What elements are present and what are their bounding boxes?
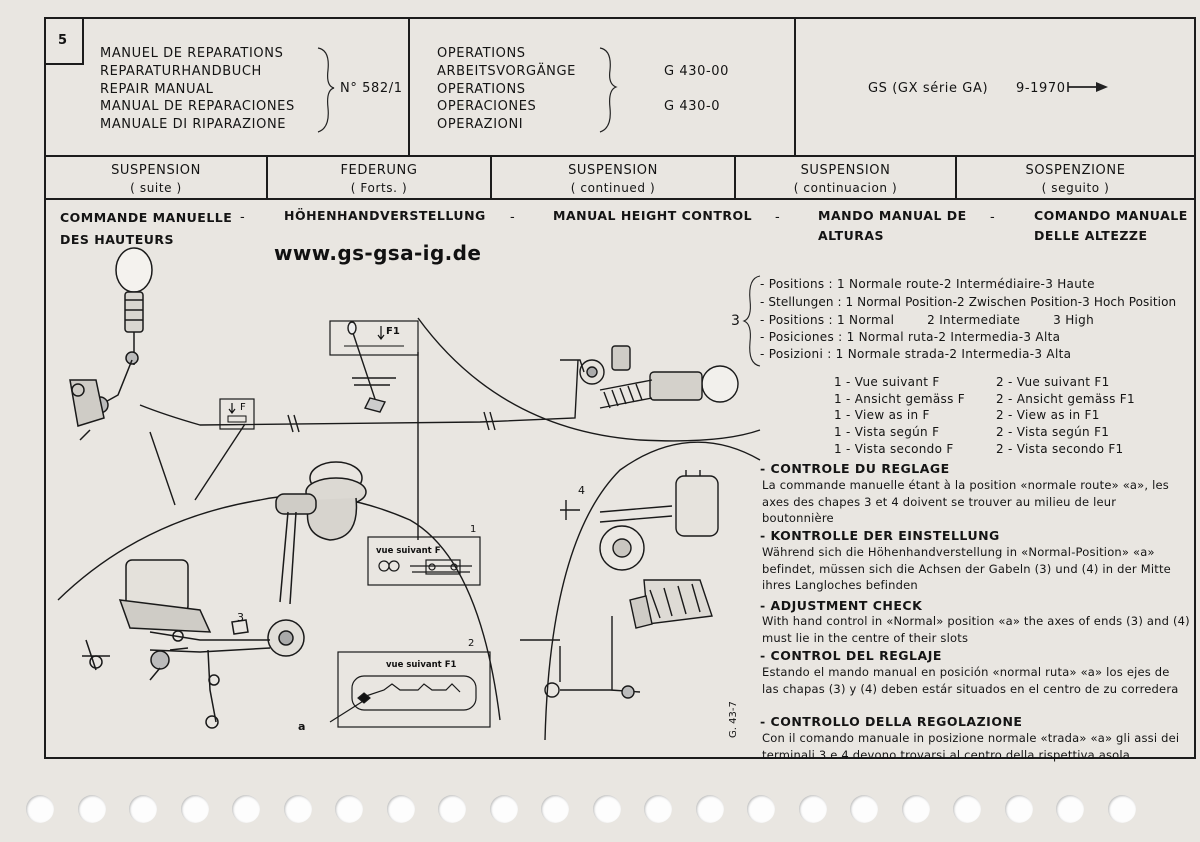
binder-hole (798, 795, 827, 823)
check-text-de: Während sich die Höhenhandverstellung in… (762, 545, 1171, 592)
binder-hole (180, 795, 209, 823)
header-col-divider (408, 17, 410, 157)
section-col-divider (734, 155, 736, 200)
positions-de: - Stellungen : 1 Normal Position-2 Zwisc… (760, 295, 1177, 309)
operations-es: OPERACIONES (437, 99, 537, 114)
operations-fr: OPERATIONS (437, 46, 526, 61)
topic-fr-line1: COMMANDE MANUELLE (60, 210, 233, 225)
manual-number: N° 582/1 (340, 81, 403, 96)
check-text-it: Con il comando manuale in posizione norm… (762, 731, 1180, 762)
section-title-de: FEDERUNG (340, 163, 418, 178)
binder-hole (283, 795, 312, 823)
manual-title-es: MANUAL DE REPARACIONES (100, 99, 295, 114)
check-title-es: - CONTROL DEL REGLAJE (760, 648, 942, 663)
binder-hole (592, 795, 621, 823)
view1-it: 1 - Vista secondo F (834, 442, 954, 456)
binder-hole (438, 795, 466, 823)
view2-es: 2 - Vista según F1 (996, 425, 1110, 439)
section-sub-fr: ( suite ) (130, 181, 182, 195)
section-title-fr: SUSPENSION (111, 163, 201, 178)
view1-en: 1 - View as in F (834, 408, 930, 422)
view2-de: 2 - Ansicht gemäss F1 (996, 392, 1135, 406)
manual-title-en: REPAIR MANUAL (100, 82, 214, 97)
binder-hole (747, 795, 775, 823)
binder-hole (232, 795, 260, 823)
section-sub-it: ( seguito ) (1041, 181, 1110, 195)
binder-hole (335, 795, 363, 823)
topic-en: MANUAL HEIGHT CONTROL (553, 208, 753, 223)
binder-hole (901, 795, 930, 823)
operation-code-2: G 430-0 (664, 99, 721, 114)
topic-es-line2: ALTURAS (818, 228, 885, 243)
manual-title-de: REPARATURHANDBUCH (100, 64, 262, 79)
view1-de: 1 - Ansicht gemäss F (834, 392, 965, 406)
topic-dash: - (775, 210, 780, 225)
page-number-box (44, 17, 84, 65)
binder-hole (1004, 795, 1033, 823)
positions-es: - Posiciones : 1 Normal ruta-2 Intermedi… (760, 330, 1061, 344)
manual-title-fr: MANUEL DE REPARATIONS (100, 46, 284, 61)
view2-fr: 2 - Vue suivant F1 (996, 375, 1110, 389)
topic-dash: - (510, 210, 515, 225)
positions-fr: - Positions : 1 Normale route-2 Interméd… (760, 277, 1095, 291)
check-text-en: With hand control in «Normal» position «… (762, 614, 1190, 645)
section-sub-es: ( continuacion ) (793, 181, 898, 195)
operations-en: OPERATIONS (437, 82, 526, 97)
operations-it: OPERAZIONI (437, 117, 524, 132)
topic-it-line1: COMANDO MANUALE (1034, 208, 1188, 223)
operations-de: ARBEITSVORGÄNGE (437, 64, 576, 79)
edition-date: 9-1970 (1016, 81, 1066, 96)
binder-hole (77, 795, 106, 823)
view2-it: 2 - Vista secondo F1 (996, 442, 1124, 456)
positions-it: - Posizioni : 1 Normale strada-2 Interme… (760, 347, 1072, 361)
view1-fr: 1 - Vue suivant F (834, 375, 940, 389)
binder-hole (386, 795, 415, 823)
section-title-it: SOSPENZIONE (1025, 163, 1126, 178)
check-text-es: Estando el mando manual en posición «nor… (762, 665, 1179, 696)
page-frame (44, 17, 1196, 759)
binder-hole (695, 795, 724, 823)
binder-hole (489, 795, 518, 823)
section-sub-de: ( Forts. ) (350, 181, 408, 195)
topic-it-line2: DELLE ALTEZZE (1034, 228, 1148, 243)
binder-hole (850, 795, 878, 823)
binder-hole (1056, 795, 1084, 823)
binder-hole (541, 795, 569, 823)
section-col-divider (955, 155, 957, 200)
binder-hole (1107, 795, 1136, 823)
positions-callout-number: 3 (731, 313, 741, 329)
operation-code-1: G 430-00 (664, 64, 730, 79)
section-sub-en: ( continued ) (570, 181, 656, 195)
manual-title-it: MANUALE DI RIPARAZIONE (100, 117, 287, 132)
website-url: www.gs-gsa-ig.de (274, 241, 482, 265)
topic-de: HÖHENHANDVERSTELLUNG (284, 208, 486, 223)
section-divider (44, 198, 1196, 200)
section-title-en: SUSPENSION (568, 163, 658, 178)
binder-hole (129, 795, 157, 823)
header-col-divider (794, 17, 796, 157)
page-number: 5 (58, 33, 68, 48)
section-col-divider (266, 155, 268, 200)
topic-fr-line2: DES HAUTEURS (60, 232, 175, 247)
check-title-fr: - CONTROLE DU REGLAGE (760, 461, 950, 476)
view2-en: 2 - View as in F1 (996, 408, 1100, 422)
section-title-es: SUSPENSION (800, 163, 891, 178)
topic-es-line1: MANDO MANUAL DE (818, 208, 967, 223)
positions-en: - Positions : 1 Normal 2 Intermediate 3 … (760, 313, 1094, 327)
binder-hole (953, 795, 981, 823)
check-text-fr: La commande manuelle étant à la position… (762, 478, 1169, 525)
check-title-en: - ADJUSTMENT CHECK (760, 598, 923, 613)
binder-hole (26, 795, 54, 823)
header-divider (44, 155, 1196, 157)
check-title-de: - KONTROLLE DER EINSTELLUNG (760, 528, 1000, 543)
section-col-divider (490, 155, 492, 200)
topic-dash: - (240, 210, 245, 225)
model-designation: GS (GX série GA) (868, 81, 989, 96)
binder-hole (644, 795, 672, 823)
view1-es: 1 - Vista según F (834, 425, 940, 439)
check-title-it: - CONTROLLO DELLA REGOLAZIONE (760, 714, 1023, 729)
topic-dash: - (990, 210, 995, 225)
